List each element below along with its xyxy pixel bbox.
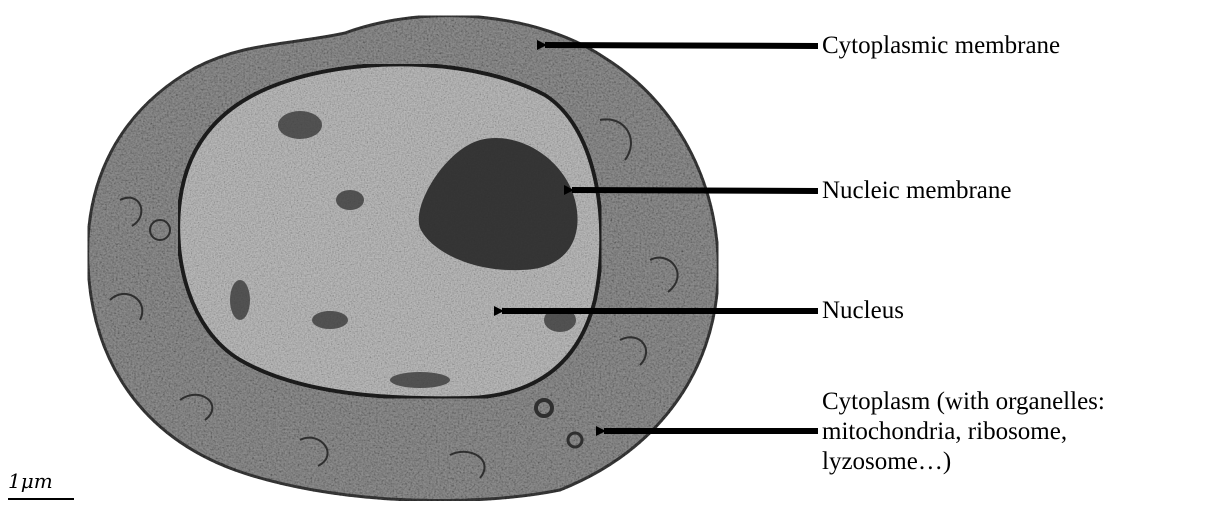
label-cytoplasm-line1: Cytoplasm (with organelles: [822, 387, 1105, 417]
arrow-nucleic-membrane [572, 190, 818, 191]
label-cytoplasm-line2: mitochondria, ribosome, [822, 417, 1105, 447]
scale-bar-label: 1μm [8, 470, 53, 492]
scale-bar-line [8, 498, 74, 500]
label-cytoplasm: Cytoplasm (with organelles: mitochondria… [822, 387, 1105, 477]
label-nucleus: Nucleus [822, 296, 904, 326]
label-cytoplasmic-membrane: Cytoplasmic membrane [822, 31, 1060, 61]
arrow-cytoplasmic-membrane [545, 45, 818, 46]
label-nucleic-membrane: Nucleic membrane [822, 176, 1012, 206]
label-cytoplasm-line3: lyzosome…) [822, 447, 1105, 477]
